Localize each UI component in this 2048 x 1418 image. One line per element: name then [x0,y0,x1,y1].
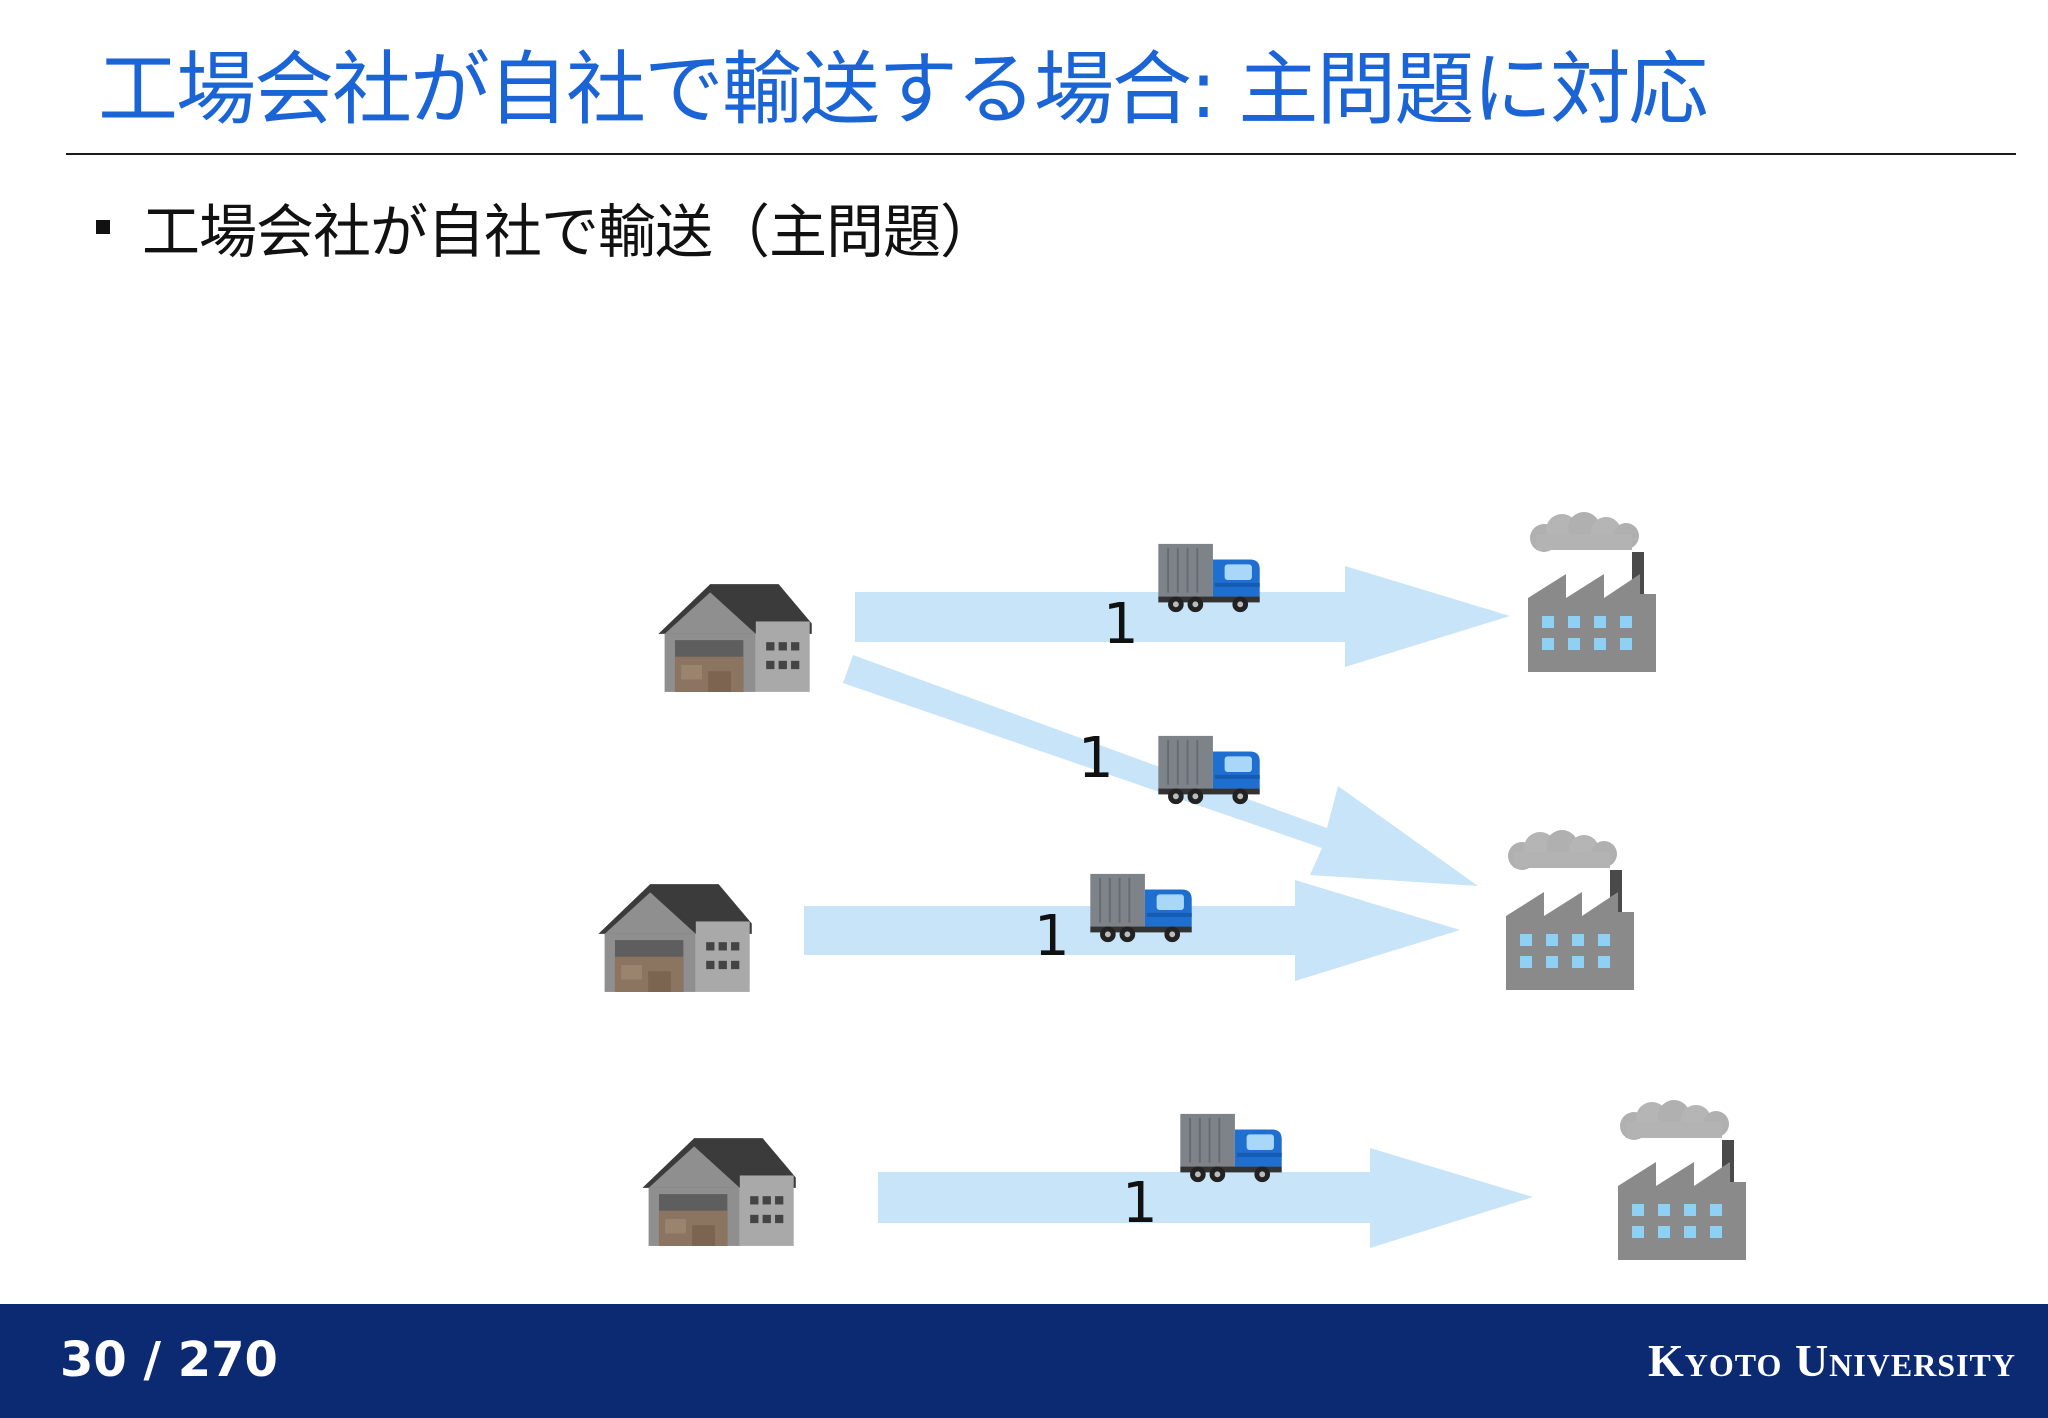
flow-arrow-4 [878,1148,1533,1248]
university-logo-text: Kyoto University [1648,1335,2016,1386]
factory-icon [1506,830,1634,990]
warehouse-icon [642,1138,796,1246]
truck-icon [1157,542,1261,614]
warehouse-icon [658,584,812,692]
flow-label: 1 [1078,726,1114,791]
flow-label: 1 [1122,1171,1158,1236]
factory-icon [1618,1100,1746,1260]
bullet-text: 工場会社が自社で輸送（主問題） [142,198,998,266]
warehouse-icon [598,884,752,992]
slide-title: 工場会社が自社で輸送する場合: 主問題に対応 [98,43,1708,136]
transport-diagram: 1 1 1 1 [598,512,1746,1260]
bullet-marker [96,220,110,234]
truck-icon [1089,872,1193,944]
flow-arrow-1 [855,566,1510,667]
truck-icon [1179,1112,1283,1184]
title-divider [66,153,2016,155]
factory-icon [1528,512,1656,672]
page-number: 30 / 270 [60,1332,278,1388]
flow-label: 1 [1034,904,1070,969]
flow-label: 1 [1103,592,1139,657]
truck-icon [1157,734,1261,806]
slide-footer: 30 / 270 Kyoto University [0,1304,2048,1418]
